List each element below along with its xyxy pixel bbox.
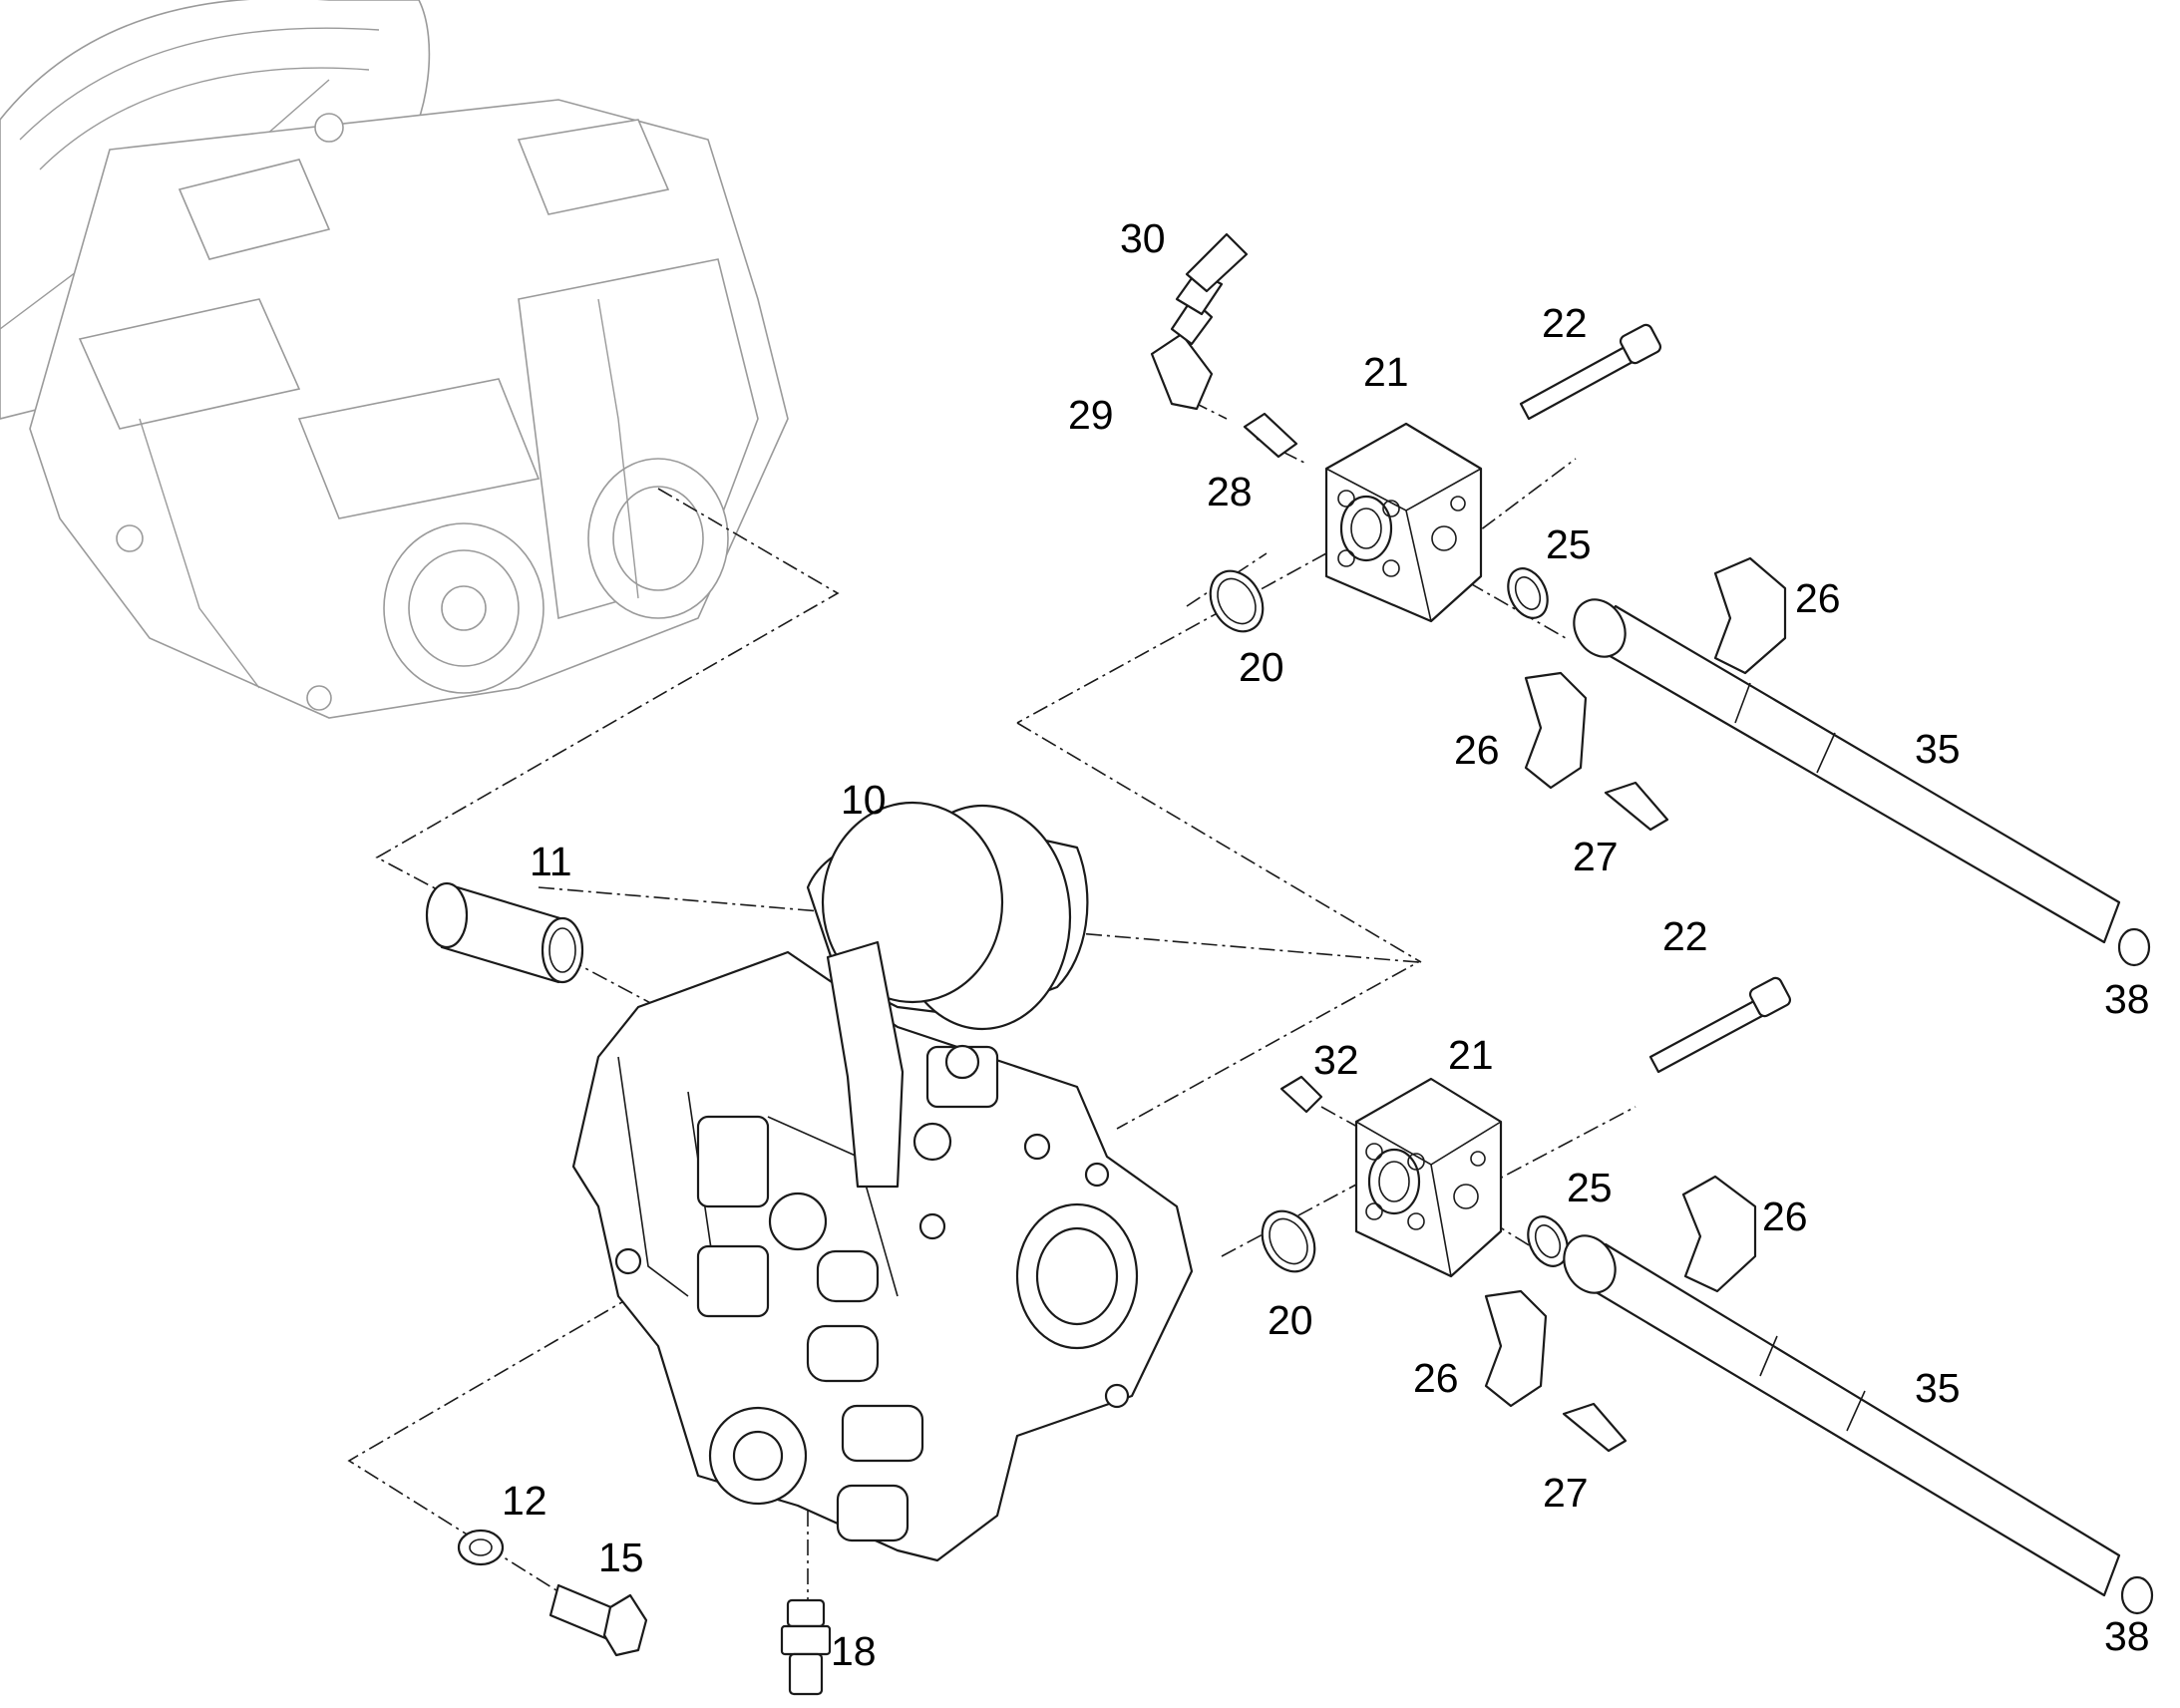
flange-block-21-lower — [1354, 1077, 1503, 1278]
callout-20-upper: 20 — [1239, 644, 1284, 690]
callout-10: 10 — [841, 777, 887, 823]
washer-12 — [457, 1529, 505, 1566]
callout-30: 30 — [1120, 215, 1166, 261]
callout-29: 29 — [1068, 392, 1114, 438]
o-ring-25-lower — [1527, 1215, 1569, 1267]
callout-11: 11 — [530, 839, 572, 884]
tube-35-lower — [1563, 1234, 2121, 1597]
clamp-half-26-lower-b — [1484, 1289, 1548, 1408]
callout-26-upper-left: 26 — [1454, 727, 1500, 773]
callout-25-upper: 25 — [1546, 521, 1592, 567]
plug-38-lower — [2120, 1575, 2154, 1615]
screw-27-upper — [1604, 781, 1669, 832]
callout-38-lower: 38 — [2104, 1613, 2150, 1659]
hydraulic-pump — [571, 801, 1194, 1562]
clamp-half-26-upper-b — [1524, 671, 1588, 790]
bolt-22-lower — [1648, 976, 1792, 1074]
fitting-28 — [1243, 412, 1298, 459]
sleeve-11 — [425, 881, 584, 984]
callout-22-lower: 22 — [1662, 913, 1708, 959]
callout-26-upper-right: 26 — [1795, 575, 1841, 621]
callout-20-lower: 20 — [1268, 1297, 1313, 1343]
callout-27-upper: 27 — [1573, 834, 1619, 879]
bolt-15 — [548, 1583, 648, 1657]
callout-21-lower: 21 — [1448, 1032, 1494, 1078]
callout-32: 32 — [1313, 1037, 1359, 1083]
elbow-29 — [1150, 297, 1214, 411]
clamp-half-26-upper-a — [1713, 556, 1787, 675]
callout-25-lower: 25 — [1567, 1165, 1613, 1210]
callout-18: 18 — [831, 1628, 877, 1674]
plug-38-upper — [2117, 927, 2151, 967]
plug-32 — [1279, 1075, 1323, 1114]
callout-26-lower-left: 26 — [1413, 1355, 1459, 1401]
flange-block-21-upper — [1324, 422, 1483, 623]
callout-15: 15 — [598, 1535, 644, 1580]
transmission-housing-drawing — [0, 0, 789, 719]
callout-35-upper: 35 — [1915, 726, 1961, 772]
callout-28: 28 — [1207, 469, 1253, 514]
callout-35-lower: 35 — [1915, 1365, 1961, 1411]
callout-12: 12 — [502, 1478, 547, 1524]
sensor-30 — [1175, 232, 1249, 316]
clamp-half-26-lower-a — [1681, 1175, 1757, 1293]
fitting-18 — [780, 1598, 832, 1696]
o-ring-25-upper — [1507, 567, 1549, 619]
callout-22-upper: 22 — [1542, 300, 1588, 346]
callout-27-lower: 27 — [1543, 1470, 1589, 1516]
screw-27-lower — [1562, 1402, 1628, 1453]
tube-35-upper — [1573, 598, 2121, 944]
callout-26-lower-right: 26 — [1762, 1194, 1808, 1239]
o-ring-20-lower — [1261, 1209, 1316, 1273]
callout-38-upper: 38 — [2104, 976, 2150, 1022]
callout-21-upper: 21 — [1363, 349, 1409, 395]
bolt-22-upper — [1519, 323, 1662, 421]
o-ring-20-upper — [1209, 569, 1265, 633]
callout-labels: 10 11 12 15 18 20 20 21 21 22 22 25 25 2… — [502, 215, 2150, 1674]
